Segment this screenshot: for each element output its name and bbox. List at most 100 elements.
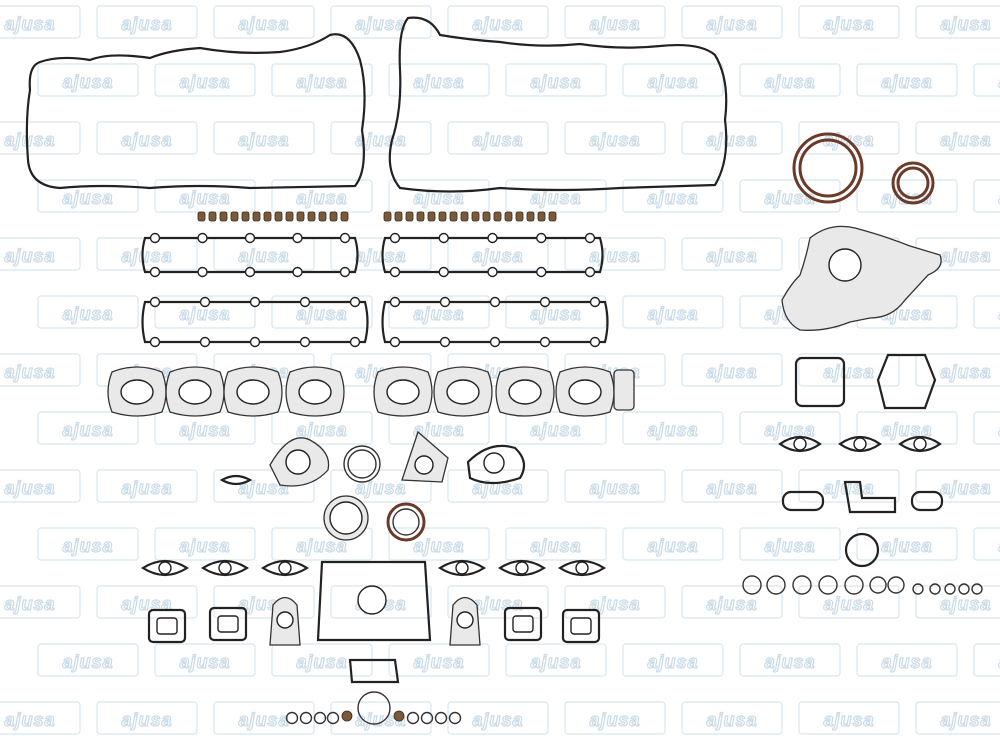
washer [341,710,353,722]
o-ring [887,576,905,594]
watermark-box [330,237,432,271]
o-ring [766,575,786,595]
bolt-hole [149,336,161,348]
watermark-box [37,527,139,561]
watermark-logo: ajusa [589,710,640,730]
bolt-hole [438,266,449,278]
watermark-box [856,643,958,677]
bolt-hole [487,232,498,244]
large-ring-bore [329,501,363,535]
lower-gaskets [140,559,607,725]
watermark-box [0,237,81,271]
bolt-hole [149,266,161,278]
watermark-logo: ajusa [296,420,347,440]
valve-stem-seal [504,211,513,222]
o-ring [792,575,812,595]
watermark-logo: ajusa [238,478,289,498]
watermark-box [798,5,900,39]
watermark-box [681,701,783,735]
watermark-box [388,527,490,561]
watermark-logo: ajusa [589,594,640,614]
watermark-logo: ajusa [823,362,874,382]
bolt-hole [487,266,498,278]
watermark-logo: ajusa [647,304,698,324]
watermark-box [388,179,490,213]
watermark-logo: ajusa [647,72,698,92]
flange-port [515,561,529,575]
watermark-box [564,121,666,155]
bolt-hole [536,232,547,244]
round-gasket [844,532,880,568]
watermark-logo: ajusa [179,652,230,672]
valve-stem-seal [416,211,425,222]
watermark-logo: ajusa [62,188,113,208]
valve-stem-seal [285,211,294,222]
watermark-box [271,63,373,97]
o-ring-small [958,583,970,595]
intake-bolt-holes [149,232,601,348]
watermark-box [915,469,1000,503]
exhaust-port [568,379,602,405]
watermark-box [330,469,432,503]
o-ring-small [971,583,983,595]
intake-gasket-lower-left [141,300,369,344]
watermark-box [856,63,958,97]
bolt-hole [299,336,311,348]
watermark-box [915,585,1000,619]
bolt-hole [589,296,601,308]
watermark-box [564,237,666,271]
valve-stem-seal [515,211,524,222]
watermark-box [622,643,724,677]
valve-stem-seal [340,211,349,222]
watermark-logo: ajusa [4,246,55,266]
valve-stem-seal [383,211,392,222]
watermark-logo: ajusa [998,188,1000,208]
watermark-box [739,643,841,677]
watermark-logo: ajusa [238,14,289,34]
watermark-box [973,295,1000,329]
small-flange-gasket [557,559,607,577]
watermark-box [388,63,490,97]
intake-gasket-lower-right [381,300,609,344]
watermark-logo: ajusa [589,478,640,498]
watermark-logo: ajusa [706,710,757,730]
watermark-logo: ajusa [296,536,347,556]
watermark-logo: ajusa [881,72,932,92]
bolt-hole [539,336,551,348]
valve-stem-seal [493,211,502,222]
watermark-logo: ajusa [62,304,113,324]
watermark-box [564,469,666,503]
watermark-box [154,63,256,97]
valve-stem-seal [307,211,316,222]
watermark-logo: ajusa [355,14,406,34]
watermark-box [622,527,724,561]
valve-stem-seal [449,211,458,222]
watermark-box [213,469,315,503]
watermark-logo: ajusa [4,130,55,150]
oil-pan-port [357,585,387,615]
bolt-hole [299,296,311,308]
bottom-ring [357,691,391,725]
watermark-logo: ajusa [706,362,757,382]
watermark-box [213,585,315,619]
o-ring-small [448,711,462,725]
flange-port [218,561,232,575]
watermark-logo: ajusa [706,246,757,266]
watermark-box [0,353,81,387]
washer [393,710,405,722]
square-flange-gasket [561,608,601,644]
watermark-logo: ajusa [121,478,172,498]
bolt-hole [489,296,501,308]
exhaust-port [446,379,480,405]
watermark-box [505,179,607,213]
watermark-box [564,701,666,735]
watermark-logo: ajusa [764,72,815,92]
valve-stem-seal [526,211,535,222]
intake-gasket-upper-left [141,236,359,274]
watermark-logo: ajusa [530,652,581,672]
water-pump-bore [828,248,862,282]
watermark-box [447,585,549,619]
watermark-box [213,5,315,39]
watermark-box [973,411,1000,445]
bolt-hole [249,336,261,348]
